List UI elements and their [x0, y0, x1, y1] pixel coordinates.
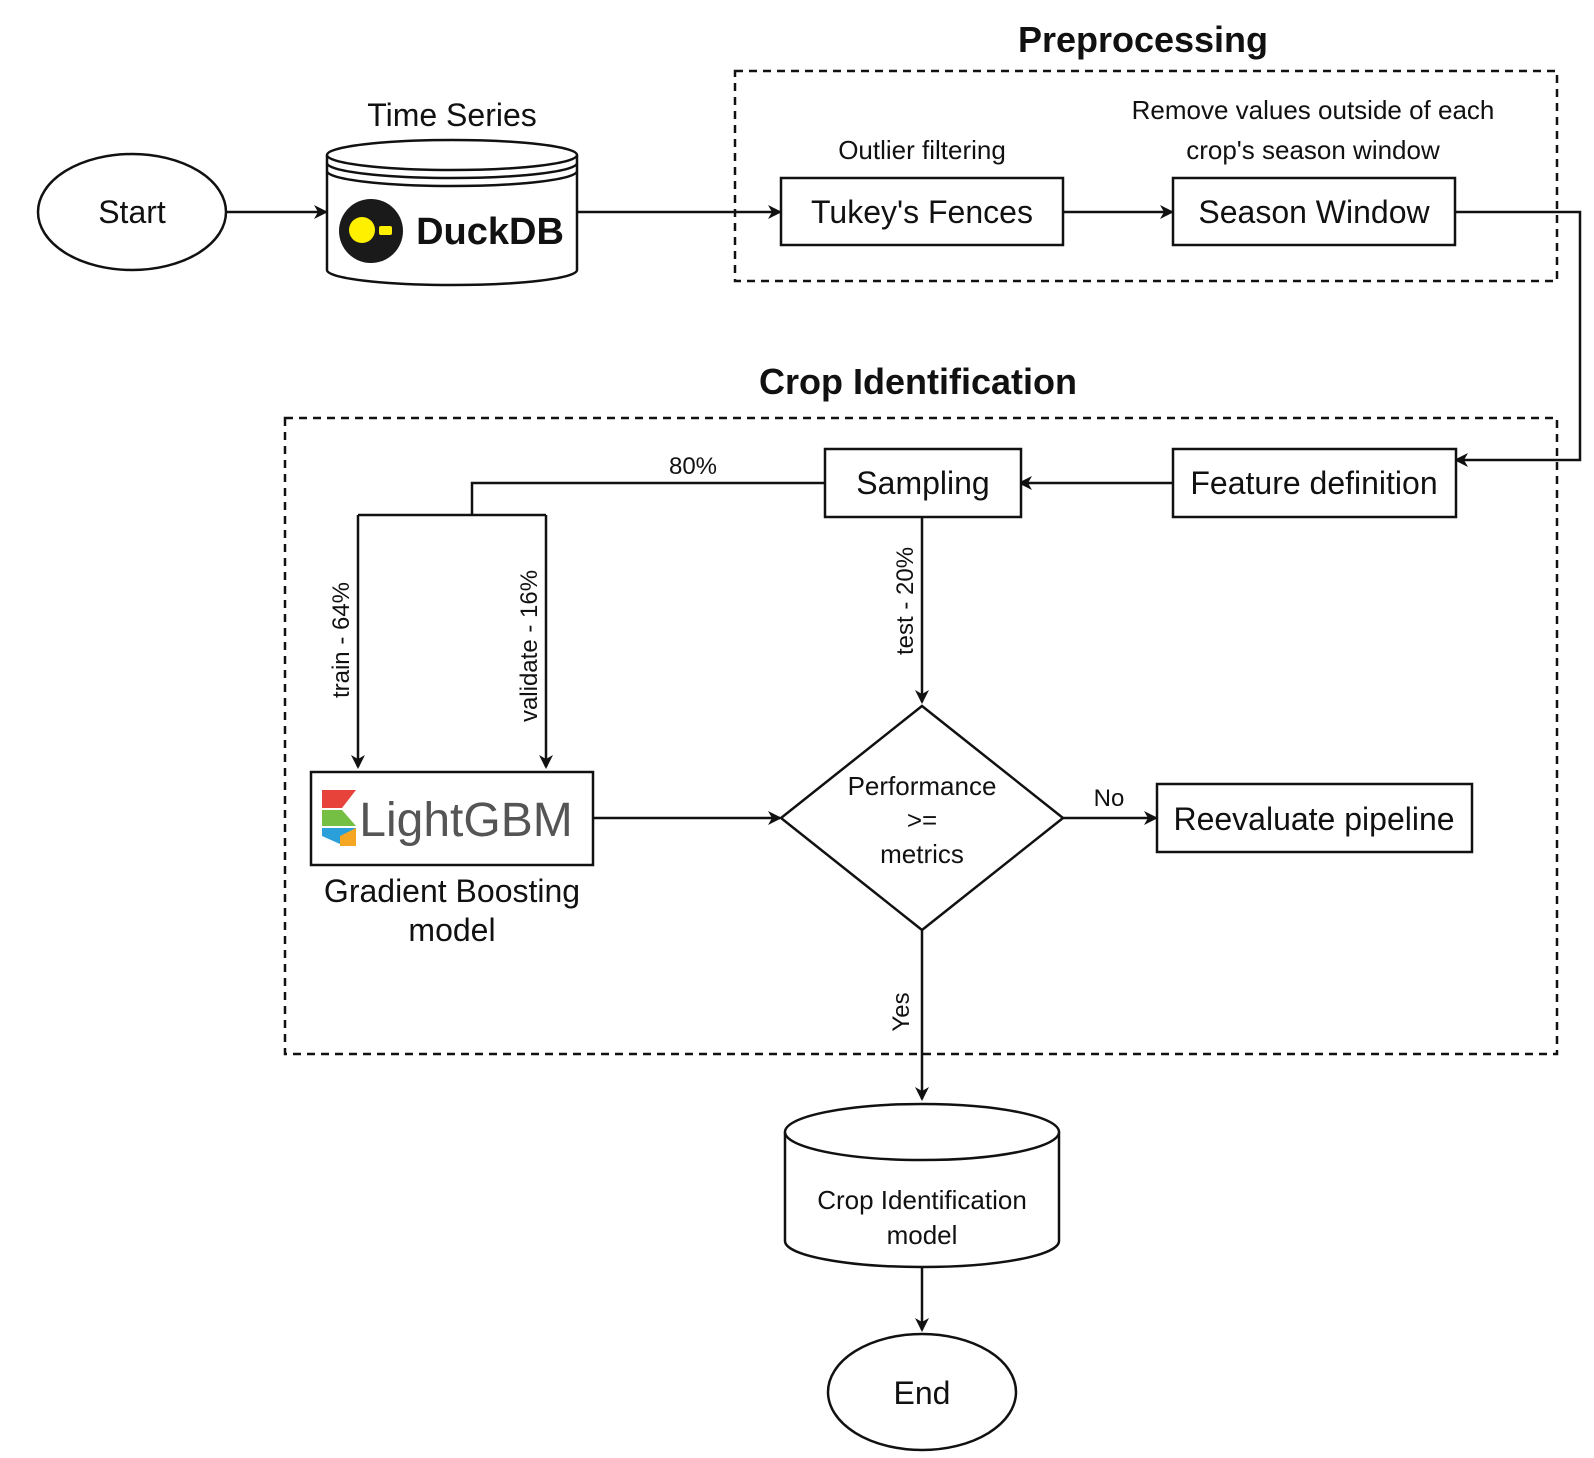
duckdb-logo-eye-icon — [349, 217, 375, 243]
label-test: test - 20% — [892, 547, 919, 655]
season-window-node[interactable]: Remove values outside of each crop's sea… — [1132, 95, 1495, 247]
tukey-label: Tukey's Fences — [811, 194, 1033, 230]
tukey-node[interactable]: Outlier filtering Tukey's Fences — [779, 135, 1065, 247]
feature-definition-node[interactable]: Feature definition — [1171, 447, 1458, 519]
crop-model-cylinder-body — [783, 1132, 1061, 1269]
performance-decision-node[interactable]: Performance >= metrics — [778, 704, 1066, 932]
preprocessing-frame — [733, 69, 1559, 283]
crop-identification-frame — [283, 416, 1559, 1056]
start-ellipse — [36, 152, 228, 272]
feature-definition-box — [1171, 447, 1458, 519]
start-label: Start — [98, 194, 166, 230]
sampling-node[interactable]: Sampling — [823, 447, 1023, 519]
edge-season-feature — [1454, 210, 1582, 467]
label-train: train - 64% — [328, 582, 355, 698]
edges — [227, 205, 1582, 1332]
time-series-label: Time Series — [367, 97, 537, 133]
label-80-percent: 80% — [669, 453, 717, 480]
season-caption-line-2: crop's season window — [1186, 135, 1440, 165]
end-ellipse — [826, 1332, 1018, 1452]
gradient-boosting-caption-line-1: Gradient Boosting — [324, 873, 580, 909]
sampling-label: Sampling — [856, 465, 989, 501]
season-caption-line-1: Remove values outside of each — [1132, 95, 1495, 125]
duckdb-node[interactable]: Time Series DuckDB — [325, 97, 579, 287]
duckdb-ring-1 — [325, 162, 579, 180]
crop-model-cylinder-top — [783, 1102, 1061, 1162]
decision-line-2: >= — [907, 805, 937, 835]
tukey-box — [779, 176, 1065, 247]
gradient-boosting-caption-line-2: model — [408, 912, 495, 948]
preprocessing-title: Preprocessing — [1018, 19, 1268, 60]
preprocessing-group: Preprocessing — [733, 19, 1559, 283]
label-validate: validate - 16% — [516, 570, 543, 722]
outlier-caption: Outlier filtering — [838, 135, 1006, 165]
end-node[interactable]: End — [826, 1332, 1018, 1452]
start-node[interactable]: Start — [36, 152, 228, 272]
lightgbm-node[interactable]: LightGBM Gradient Boosting model — [309, 770, 595, 948]
edge-sampling-split — [470, 481, 824, 515]
decision-line-1: Performance — [848, 771, 997, 801]
duckdb-ring-2 — [325, 170, 579, 188]
decision-diamond — [778, 704, 1066, 932]
season-window-label: Season Window — [1198, 194, 1430, 230]
crop-identification-group: Crop Identification — [283, 361, 1559, 1056]
lightgbm-box — [309, 770, 595, 867]
feature-definition-label: Feature definition — [1190, 465, 1437, 501]
lightgbm-label: LightGBM — [359, 794, 572, 847]
crop-model-label-line-1: Crop Identification — [817, 1185, 1027, 1215]
crop-identification-title: Crop Identification — [759, 361, 1077, 402]
reevaluate-box — [1155, 782, 1474, 854]
label-yes: Yes — [888, 992, 915, 1031]
decision-line-3: metrics — [880, 839, 964, 869]
reevaluate-node[interactable]: Reevaluate pipeline — [1155, 782, 1474, 854]
reevaluate-label: Reevaluate pipeline — [1173, 801, 1454, 837]
sampling-box — [823, 447, 1023, 519]
crop-model-node[interactable]: Crop Identification model — [783, 1102, 1061, 1269]
lightgbm-logo-icon — [322, 790, 356, 846]
duckdb-cylinder-top — [325, 138, 579, 172]
duckdb-label: DuckDB — [416, 211, 564, 253]
crop-model-label-line-2: model — [887, 1220, 958, 1250]
season-window-box — [1171, 176, 1457, 247]
end-label: End — [894, 1375, 951, 1411]
duckdb-logo-beak-icon — [379, 226, 392, 235]
label-no: No — [1094, 785, 1125, 812]
